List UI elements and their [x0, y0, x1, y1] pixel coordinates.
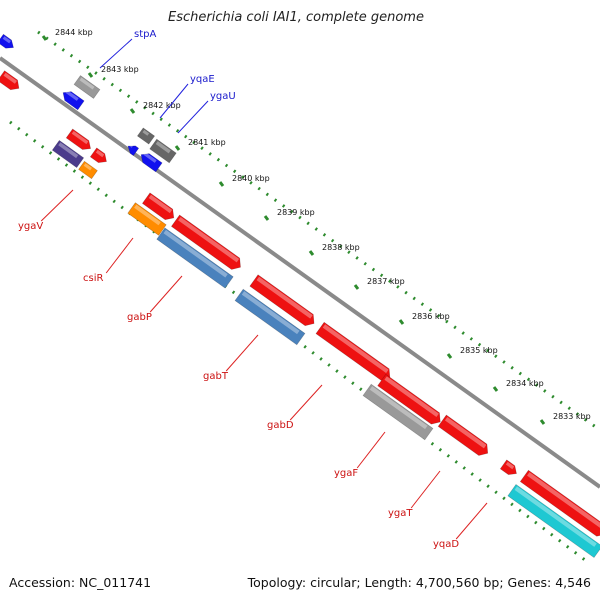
gene-feature[interactable] — [519, 469, 600, 540]
kbp-tick — [492, 386, 499, 392]
gene-feature[interactable] — [156, 227, 234, 289]
kbp-label: 2841 kbp — [188, 138, 226, 147]
gene-feature[interactable] — [234, 288, 306, 346]
gene-feature[interactable] — [149, 138, 177, 164]
kbp-tick — [87, 72, 94, 78]
gene-leader-line — [356, 431, 386, 469]
gene-leader-line — [149, 275, 183, 313]
kbp-tick — [353, 284, 360, 290]
bottom-gene-labels: ygaV csiR gabP gabT gabD ygaF ygaT yqaD — [18, 189, 488, 550]
gene-feature[interactable] — [249, 274, 318, 329]
gene-label-bottom[interactable]: gabT — [203, 371, 229, 382]
gene-label-bottom[interactable]: ygaV — [18, 221, 43, 232]
gene-leader-line — [289, 384, 323, 421]
kbp-label: 2836 kbp — [412, 312, 450, 321]
gene-feature[interactable] — [138, 150, 163, 173]
top-gene-labels: stpA yqaE ygaU — [99, 29, 236, 134]
gene-label-bottom[interactable]: ygaT — [388, 508, 413, 519]
gene-label-bottom[interactable]: csiR — [83, 273, 103, 284]
gene-feature[interactable] — [51, 139, 85, 169]
gene-leader-line — [40, 189, 74, 222]
gene-label-top[interactable]: yqaE — [190, 74, 215, 85]
gene-leader-line — [410, 470, 441, 509]
gene-label-bottom[interactable]: yqaD — [433, 539, 459, 550]
gene-leader-line — [159, 83, 189, 119]
gene-leader-line — [225, 334, 259, 372]
gene-feature[interactable] — [65, 128, 94, 153]
gene-feature[interactable] — [0, 70, 22, 94]
kbp-tick — [129, 108, 136, 114]
gene-feature[interactable] — [0, 33, 16, 51]
gene-label-bottom[interactable]: ygaF — [334, 468, 358, 479]
gene-label-bottom[interactable]: gabP — [127, 312, 152, 323]
kbp-label: 2838 kbp — [322, 243, 360, 252]
gene-leader-line — [455, 502, 488, 540]
kbp-tick — [398, 319, 405, 325]
gene-leader-line — [177, 100, 209, 134]
kbp-tick — [446, 353, 453, 359]
kbp-label: 2840 kbp — [232, 174, 270, 183]
topology-text: Topology: circular; Length: 4,700,560 bp… — [247, 575, 591, 590]
gene-feature[interactable] — [73, 75, 101, 99]
kbp-label: 2837 kbp — [367, 277, 405, 286]
genome-axis — [0, 56, 600, 489]
page-title: Escherichia coli IAI1, complete genome — [168, 10, 424, 25]
gene-leader-line — [99, 38, 133, 69]
kbp-tick — [174, 145, 181, 151]
track-upper — [37, 30, 600, 432]
gene-features — [0, 33, 600, 558]
gene-feature[interactable] — [60, 88, 85, 111]
gene-feature[interactable] — [78, 160, 98, 180]
kbp-label: 2833 kbp — [553, 412, 591, 421]
kbp-label: 2843 kbp — [101, 65, 139, 74]
gene-feature[interactable] — [89, 147, 109, 166]
gene-feature[interactable] — [377, 373, 445, 427]
kbp-tick — [539, 419, 546, 425]
gene-feature[interactable] — [507, 484, 600, 558]
gene-feature[interactable] — [125, 142, 140, 156]
kbp-label: 2842 kbp — [143, 101, 181, 110]
gene-label-top[interactable]: ygaU — [210, 91, 236, 102]
gene-feature[interactable] — [362, 383, 434, 441]
gene-label-top[interactable]: stpA — [134, 29, 156, 40]
gene-leader-line — [105, 237, 134, 274]
kbp-tick — [308, 250, 315, 256]
accession-text: Accession: NC_011741 — [9, 575, 152, 590]
kbp-tick — [218, 181, 225, 187]
kbp-label: 2839 kbp — [277, 208, 315, 217]
kbp-label: 2835 kbp — [460, 346, 498, 355]
kbp-label: 2844 kbp — [55, 28, 93, 37]
kbp-label: 2834 kbp — [506, 379, 544, 388]
gene-feature[interactable] — [170, 214, 244, 273]
kbp-ruler: 2844 kbp 2843 kbp 2842 kbp 2841 kbp 2840 kbp… — [41, 28, 591, 425]
gene-feature[interactable] — [499, 459, 519, 478]
gene-feature[interactable] — [136, 127, 156, 145]
gene-label-bottom[interactable]: gabD — [267, 420, 294, 431]
gene-feature[interactable] — [127, 202, 167, 236]
kbp-tick — [263, 215, 270, 221]
kbp-tick — [41, 35, 48, 41]
gene-feature[interactable] — [437, 414, 492, 459]
gene-feature[interactable] — [141, 192, 177, 223]
